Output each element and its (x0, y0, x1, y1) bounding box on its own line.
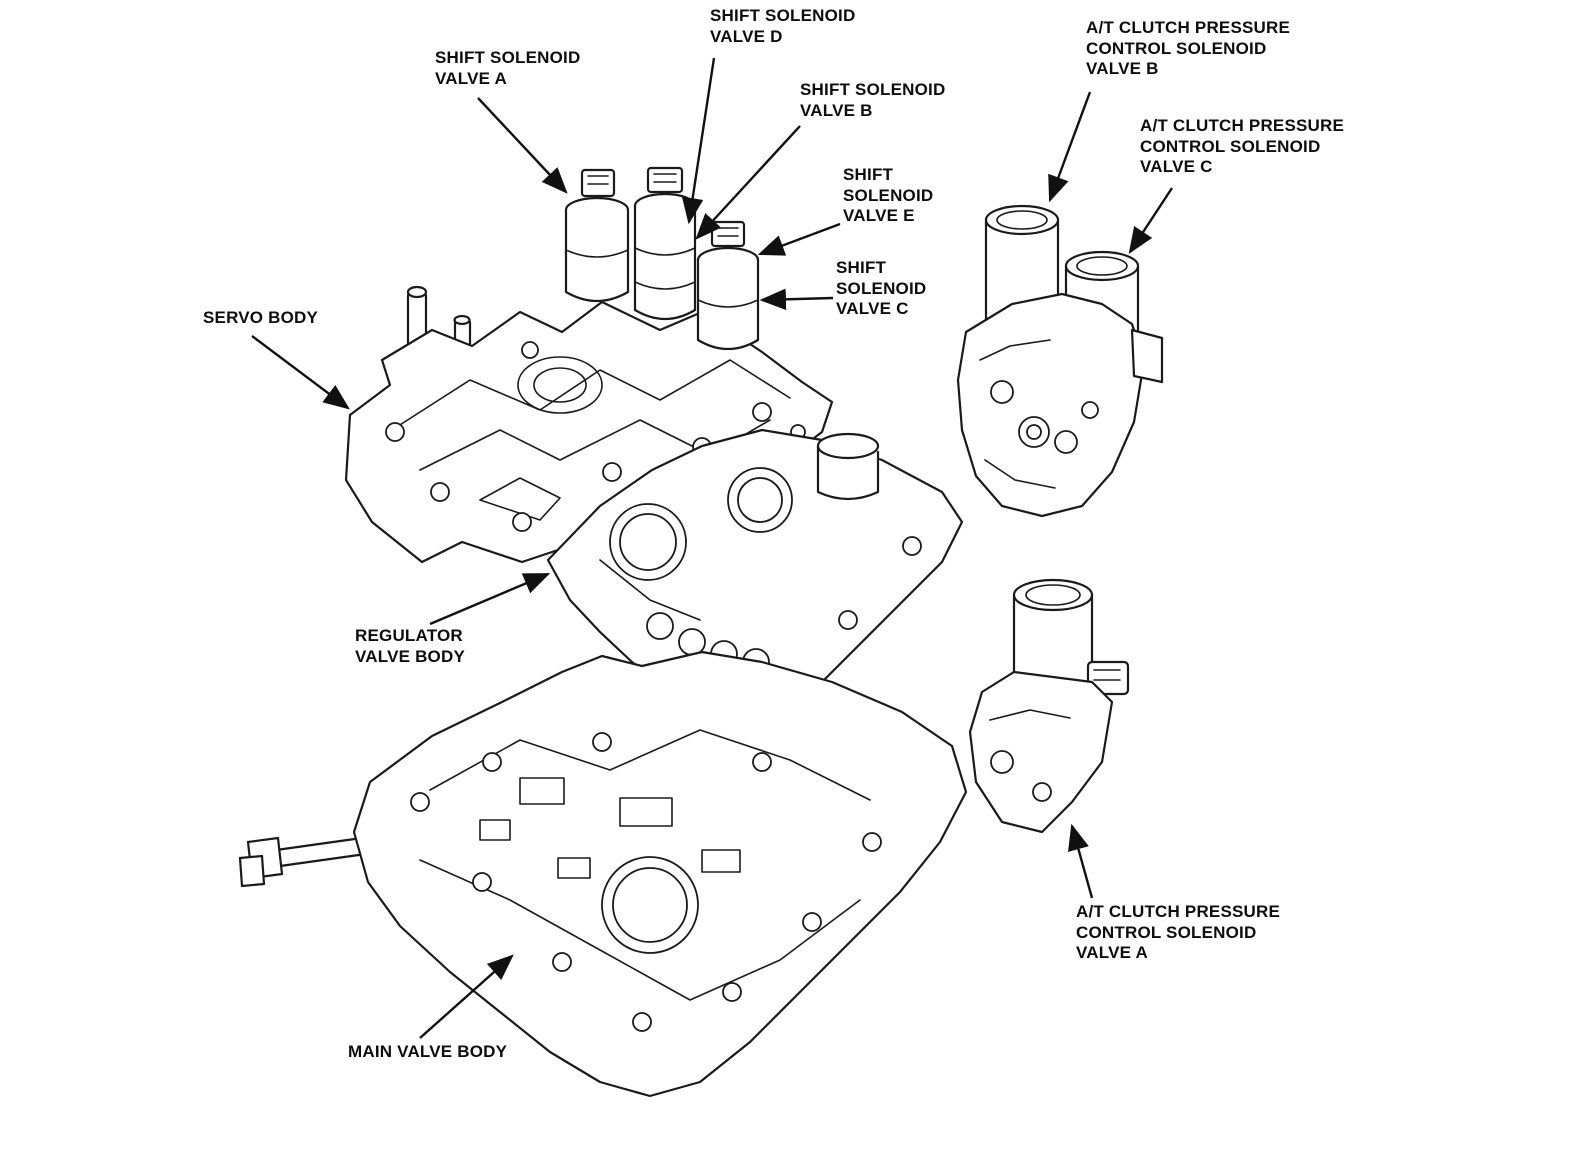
servo-body-boss-inner (533, 367, 587, 403)
main-body-hole (722, 982, 742, 1002)
main-body-hole (862, 832, 882, 852)
main-body-hole (472, 872, 492, 892)
solenoid-c-band (697, 299, 759, 308)
servo-body-ridge (391, 359, 791, 431)
solenoid-b-band-2 (634, 281, 696, 290)
main-body-bore-inner (612, 867, 688, 943)
leader-at-solenoid-a (1068, 823, 1094, 899)
main-body-rod-end-2 (238, 854, 266, 888)
servo-body-hole (512, 512, 532, 532)
at-solenoid-a-detail (989, 709, 1071, 721)
solenoid-a-band (565, 249, 629, 258)
main-body-hole (552, 952, 572, 972)
label-shift-solenoid-valve-b: SHIFT SOLENOID VALVE B (800, 80, 946, 120)
regulator-detail-line (599, 559, 701, 621)
main-valve-body-drawing (238, 650, 968, 1098)
at-plate-detail (979, 339, 1051, 361)
solenoid-d-connector-lines (653, 173, 677, 183)
main-body-hole (802, 912, 822, 932)
leader-main-valve-body (419, 954, 514, 1039)
at-plate-hole-inner (1026, 424, 1042, 440)
at-solenoid-a-connector-lines (1093, 669, 1121, 681)
at-solenoid-c-cap-inner (1076, 256, 1128, 276)
regulator-accumulator-top (816, 432, 880, 460)
at-solenoid-bc-bracket (1130, 328, 1164, 384)
label-regulator-valve-body: REGULATOR VALVE BODY (355, 626, 465, 666)
leader-shift-solenoid-a (477, 97, 568, 194)
solenoid-e-connector-lines (717, 227, 739, 237)
at-solenoid-a-cap-inner (1025, 584, 1081, 606)
servo-body-pin-top (406, 285, 428, 299)
at-solenoid-a-hole (1032, 782, 1052, 802)
regulator-hole (902, 536, 922, 556)
leader-servo-body (251, 335, 350, 410)
servo-body-hole (521, 341, 539, 359)
solenoid-e-body (696, 258, 760, 350)
main-body-passage (701, 849, 741, 873)
main-body-hole (592, 732, 612, 752)
at-solenoid-b-cap-inner (996, 210, 1048, 230)
solenoid-d-connector (646, 166, 684, 194)
leader-lines (251, 57, 1174, 1039)
main-body-passage (619, 797, 673, 827)
at-solenoid-bc-plate (956, 292, 1146, 518)
at-solenoid-a-hole (990, 750, 1014, 774)
main-body-hole (632, 1012, 652, 1032)
label-at-clutch-pressure-control-solenoid-valve-c: A/T CLUTCH PRESSURE CONTROL SOLENOID VAL… (1140, 116, 1345, 177)
regulator-accumulator (816, 444, 880, 501)
leader-shift-solenoid-e (757, 222, 841, 256)
regulator-hole (838, 610, 858, 630)
solenoid-b-band (634, 247, 696, 256)
leader-at-solenoid-c (1128, 187, 1174, 255)
label-main-valve-body: MAIN VALVE BODY (348, 1042, 508, 1061)
main-body-passage (557, 857, 591, 879)
servo-body-hole (385, 422, 405, 442)
at-plate-detail-2 (984, 459, 1056, 489)
at-clutch-solenoid-a-drawing (968, 578, 1130, 834)
at-plate-hole (1081, 401, 1099, 419)
label-at-clutch-pressure-control-solenoid-valve-b: A/T CLUTCH PRESSURE CONTROL SOLENOID VAL… (1086, 18, 1291, 79)
solenoid-a-connector (580, 168, 616, 198)
main-body-hole (482, 752, 502, 772)
shift-solenoid-valve-e-c-drawing (696, 220, 760, 350)
main-body-hole (752, 752, 772, 772)
label-shift-solenoid-valve-a: SHIFT SOLENOID VALVE A (435, 48, 581, 88)
shift-solenoid-valve-a-drawing (564, 168, 630, 302)
main-body-gasket-line-2 (419, 859, 861, 1001)
leader-shift-solenoid-d (681, 57, 716, 225)
leader-shift-solenoid-b (695, 125, 801, 240)
at-clutch-solenoid-b-c-drawing (956, 204, 1164, 518)
regulator-bore-large-inner (619, 513, 677, 571)
label-at-clutch-pressure-control-solenoid-valve-a: A/T CLUTCH PRESSURE CONTROL SOLENOID VAL… (1076, 902, 1281, 963)
shift-solenoid-valve-d-b-drawing (633, 166, 697, 320)
servo-body-boss (517, 356, 603, 414)
servo-body-pin-2-top (453, 314, 471, 326)
leader-at-solenoid-b (1048, 91, 1092, 203)
regulator-cap (646, 612, 674, 640)
servo-body-hole (602, 462, 622, 482)
regulator-bore-2-inner (737, 477, 783, 523)
regulator-valve-body-drawing (546, 428, 964, 718)
solenoid-a-body (564, 208, 630, 302)
label-shift-solenoid-valve-e: SHIFT SOLENOID VALVE E (843, 165, 934, 226)
main-body-passage (519, 777, 565, 805)
servo-body-hole (752, 402, 772, 422)
leader-regulator-valve-body (429, 572, 551, 626)
label-shift-solenoid-valve-d: SHIFT SOLENOID VALVE D (710, 6, 856, 46)
servo-body-hole (430, 482, 450, 502)
at-solenoid-a-body (968, 670, 1114, 834)
main-body-passage (479, 819, 511, 841)
main-body-gasket-line (429, 729, 871, 801)
leader-shift-solenoid-c (759, 288, 834, 311)
solenoid-a-connector-lines (587, 175, 609, 185)
at-plate-hole (1054, 430, 1078, 454)
at-plate-hole (990, 380, 1014, 404)
solenoid-d-body (633, 204, 697, 320)
solenoid-e-connector (710, 220, 746, 248)
main-body-hole (410, 792, 430, 812)
label-servo-body: SERVO BODY (203, 308, 319, 327)
label-shift-solenoid-valve-c: SHIFT SOLENOID VALVE C (836, 258, 927, 319)
